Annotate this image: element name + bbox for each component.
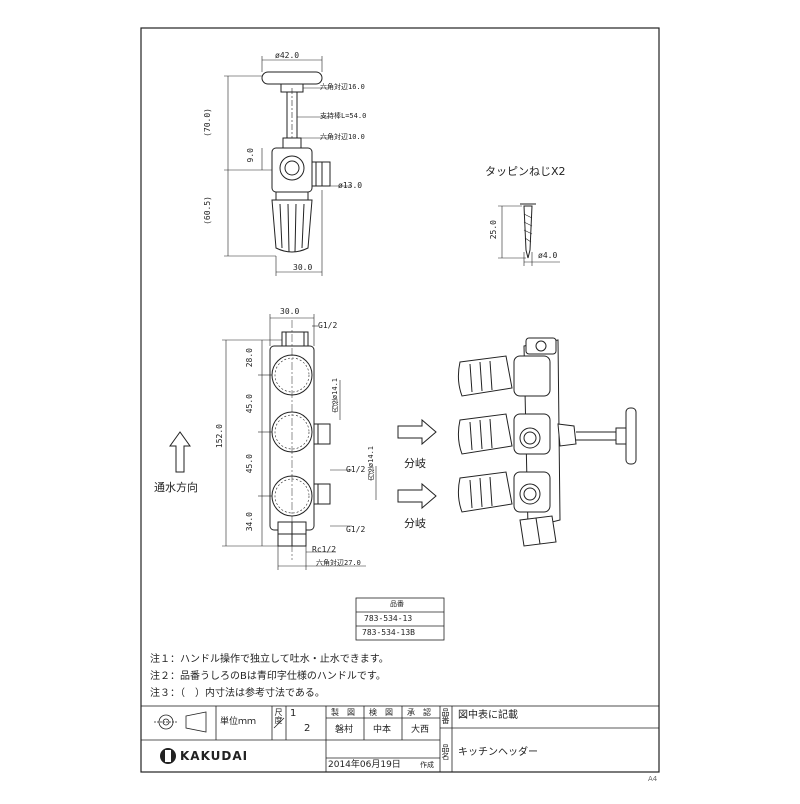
flow-direction-label: 通水方向 — [154, 481, 198, 494]
label-product-name: 品名 — [441, 744, 450, 760]
parts-table-header: 品番 — [390, 600, 404, 608]
kakudai-logo-mark — [160, 748, 176, 764]
dim-width-30-main: 30.0 — [280, 307, 300, 316]
flow-arrow — [169, 431, 191, 473]
dim-height-70: (70.0) — [203, 108, 212, 137]
label-product-number: 品番 — [441, 708, 450, 724]
branch-label-1: 分岐 — [404, 457, 426, 470]
dim-height-28: 28.0 — [245, 348, 254, 368]
name-checker: 中本 — [373, 725, 392, 735]
dim-height-9: 9.0 — [246, 148, 255, 163]
dim-height-45b: 45.0 — [245, 454, 254, 474]
header-approved: 承 認 — [407, 708, 431, 717]
dim-height-45a: 45.0 — [245, 394, 254, 414]
projection-symbol — [154, 711, 207, 733]
dim-height-152: 152.0 — [215, 424, 224, 449]
title-block-frame — [140, 705, 660, 773]
product-number-value: 図中表に記載 — [458, 710, 518, 721]
screw-drawing — [498, 203, 560, 266]
isometric-view-drawing — [457, 337, 637, 547]
screw-diameter: ø4.0 — [538, 251, 558, 260]
screw-length: 25.0 — [489, 220, 498, 240]
top-view-drawing — [224, 56, 352, 276]
note-2: 注２：品番うしろのBは青印字仕様のハンドルです。 — [150, 671, 386, 682]
scale-denominator: 2 — [304, 723, 311, 734]
branch-label-2: 分岐 — [404, 517, 426, 530]
product-name-value: キッチンヘッダー — [458, 747, 538, 758]
brand-name: KAKUDAI — [180, 749, 249, 763]
header-checked: 検 図 — [369, 708, 393, 717]
label-g12-top: G1/2 — [318, 321, 338, 330]
name-drafter: 磐村 — [335, 725, 354, 735]
label-rc12: Rc1/2 — [312, 545, 337, 554]
parts-table-row: 783-534-13 — [364, 614, 413, 623]
parts-table-frame — [355, 597, 445, 641]
dim-height-60: (60.5) — [203, 196, 212, 225]
header-drafted: 製 図 — [331, 708, 355, 717]
created-label: 作成 — [420, 761, 434, 769]
label-g12-low: G1/2 — [346, 525, 366, 534]
note-3: 注３：（ ）内寸法は参考寸法である。 — [150, 688, 325, 699]
dim-hex-16: 六角対辺16.0 — [320, 83, 365, 91]
dim-hex-27: 六角対辺27.0 — [316, 559, 361, 567]
dim-width-30-top: 30.0 — [293, 263, 313, 272]
branch-arrow-1 — [397, 418, 437, 446]
note-1: 注１：ハンドル操作で独立して吐水・止水できます。 — [150, 654, 389, 665]
sheet-size-label: A4 — [648, 775, 658, 783]
branch-arrow-2 — [397, 482, 437, 510]
scale-numerator: 1 — [290, 708, 297, 719]
name-approver: 大西 — [411, 725, 430, 735]
label-g12-mid: G1/2 — [346, 465, 366, 474]
unit-label: 単位ｍｍ — [220, 717, 257, 727]
created-date: 2014年06月19日 — [328, 760, 401, 770]
screw-title: タッピンねじX2 — [485, 165, 566, 178]
parts-table-row: 783-534-13B — [362, 628, 415, 637]
front-view-drawing — [222, 314, 377, 570]
scale-label: 尺度 — [274, 708, 283, 724]
dim-inner-diameter-2: 内径ø14.1 — [367, 446, 375, 482]
dim-height-34: 34.0 — [245, 512, 254, 532]
dim-diameter-42: ø42.0 — [275, 51, 300, 60]
dim-hex-10: 六角対辺10.0 — [320, 133, 365, 141]
dim-inner-diameter-1: 内径ø14.1 — [331, 378, 339, 414]
dim-diameter-13: ø13.0 — [338, 181, 363, 190]
dim-stem-length: 支持棒L=54.0 — [320, 112, 367, 120]
